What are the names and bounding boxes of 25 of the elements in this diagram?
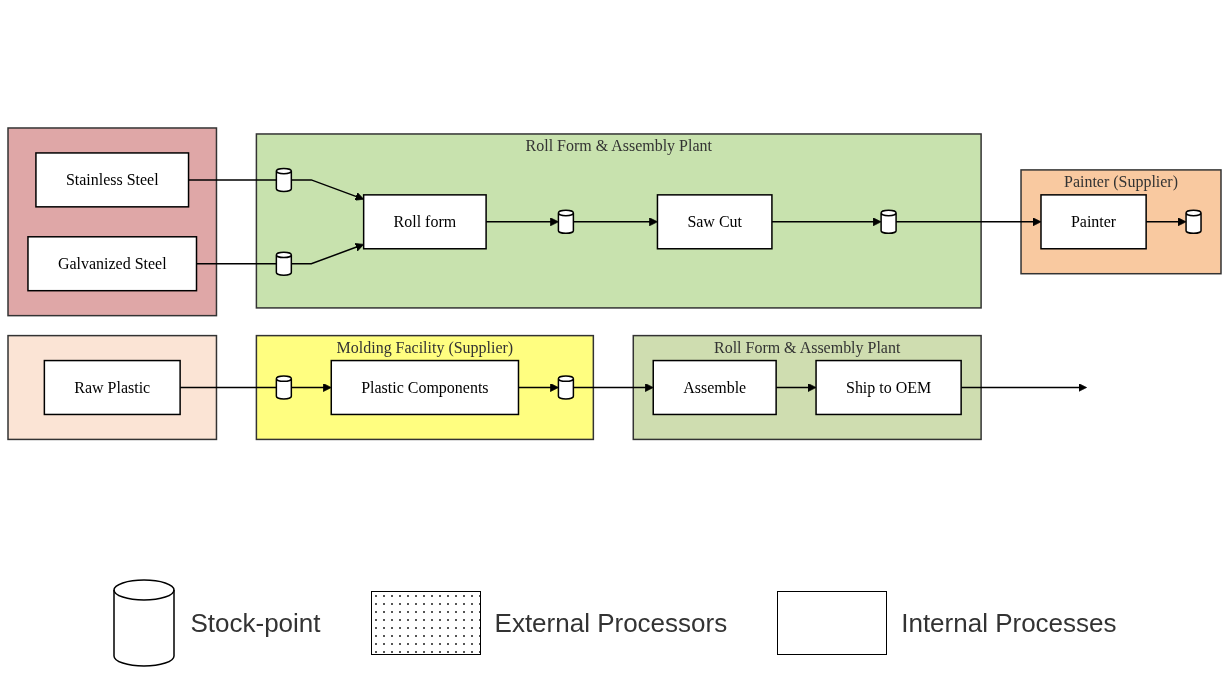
legend-text: Internal Processes <box>901 607 1117 639</box>
node-box: Stainless Steel <box>35 152 190 208</box>
arrow <box>290 383 332 393</box>
node-box: Galvanized Steel <box>27 236 198 292</box>
arrow <box>572 383 654 393</box>
node-cylinder <box>275 375 293 401</box>
node-box: Ship to OEM <box>815 360 962 416</box>
cluster <box>7 335 218 441</box>
node-box: Painter <box>1040 194 1147 250</box>
arrow <box>572 217 658 227</box>
arrow <box>771 217 882 227</box>
node-box: Assemble <box>652 360 777 416</box>
node-cylinder <box>880 209 897 235</box>
node-cylinder <box>275 167 293 193</box>
node-box: Saw Cut <box>656 194 773 250</box>
node-box: Roll form <box>362 194 487 250</box>
node-cylinder <box>557 375 575 401</box>
node-box: Plastic Components <box>330 360 520 416</box>
legend-text: External Processors <box>494 607 728 639</box>
node-cylinder <box>557 209 575 235</box>
node-cylinder <box>1185 209 1202 235</box>
cluster <box>7 127 218 317</box>
legend-text: Stock-point <box>190 607 321 639</box>
node-cylinder <box>275 251 293 277</box>
node-box: Raw Plastic <box>43 360 181 416</box>
